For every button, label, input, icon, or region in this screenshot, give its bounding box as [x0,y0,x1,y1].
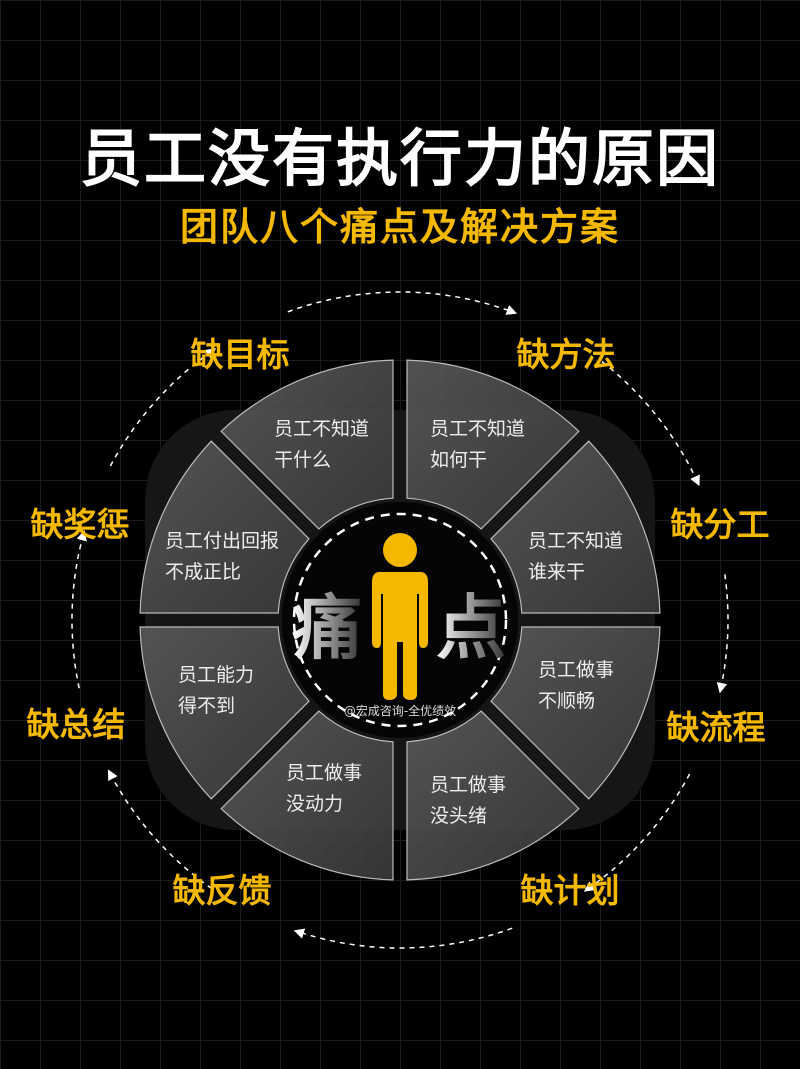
segment-line: 不顺畅 [538,690,596,712]
segment [490,440,661,614]
segment [406,710,580,881]
segment-line: 员工做事 [286,762,363,784]
segment-line: 干什么 [274,449,332,471]
segment [490,626,661,800]
segment-line: 员工不知道 [274,418,370,440]
segment-line: 员工不知道 [430,418,526,440]
segment-line: 员工能力 [178,664,255,686]
center-dashed-ring [292,512,508,728]
segment-line: 没头绪 [430,805,488,827]
segment-text: 员工不知道谁来干 [528,526,623,588]
segment-line: 得不到 [178,695,236,717]
segment-text: 员工不知道干什么 [274,414,369,476]
segment [220,359,394,530]
cycle-arrow [71,530,87,689]
page-title: 员工没有执行力的原因 [79,122,720,195]
center-right-char: 点 [436,572,506,673]
stage-label: 缺流程 [666,708,766,747]
segment-line: 员工做事 [430,774,507,796]
cycle-arrow [716,574,729,694]
segment [139,626,310,800]
center-left-char: 痛 [292,572,362,673]
segment-line: 员工付出回报 [165,530,280,552]
segment [139,440,310,614]
segment-text: 员工做事不顺畅 [538,655,614,717]
stage-label: 缺总结 [26,705,126,744]
segment-text: 员工做事没动力 [286,758,362,820]
watermark: @宏成咨询-全优绩效 [343,704,457,718]
page-subtitle: 团队八个痛点及解决方案 [179,205,620,249]
segment-line: 没动力 [286,793,344,815]
cycle-arrow [287,291,518,315]
segment-text: 员工做事没头绪 [430,770,506,832]
segment [220,710,394,881]
stage-label: 缺奖惩 [30,505,130,544]
stage-label: 缺计划 [520,871,620,910]
segment-text: 员工不知道如何干 [430,414,525,476]
segment-text: 员工能力得不到 [178,660,254,722]
stage-label: 缺目标 [190,335,290,374]
segment-line: 如何干 [430,449,488,471]
segment-text: 员工付出回报不成正比 [165,526,279,588]
segment-line: 谁来干 [528,561,586,583]
cycle-arrow [293,927,513,949]
stage-label: 缺反馈 [172,871,272,910]
segment [406,359,580,530]
person-icon [372,533,428,700]
segment-line: 员工不知道 [528,530,624,552]
segment-line: 员工做事 [538,659,615,681]
stage-label: 缺分工 [670,505,770,544]
segment-line: 不成正比 [165,561,242,583]
stage-label: 缺方法 [516,335,616,374]
